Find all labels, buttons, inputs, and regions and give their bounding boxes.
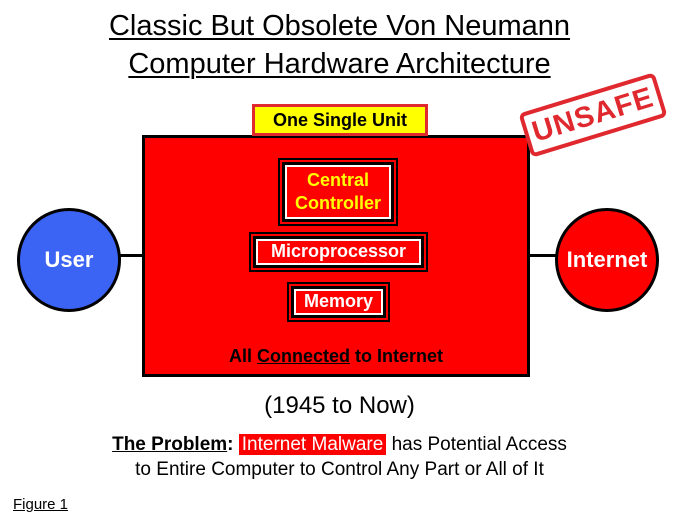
- user-node-label: User: [44, 247, 94, 272]
- internet-connector-line: [528, 254, 558, 257]
- central-controller-box: Central Controller: [278, 158, 398, 226]
- problem-line-2: to Entire Computer to Control Any Part o…: [135, 459, 544, 480]
- connected-word: Connected: [257, 346, 351, 366]
- internet-node-label: Internet: [566, 247, 648, 272]
- memory-box: Memory: [287, 282, 390, 322]
- era-caption: (1945 to Now): [264, 392, 415, 419]
- title-line-1: Classic But Obsolete Von Neumann: [108, 10, 571, 42]
- problem-label: The Problem: [112, 434, 228, 455]
- unsafe-stamp: UNSAFE: [518, 72, 668, 158]
- title-line-2: Computer Hardware Architecture: [128, 48, 551, 80]
- problem-line-1: The Problem: Internet Malware has Potent…: [112, 434, 567, 455]
- user-connector-line: [118, 254, 144, 257]
- microprocessor-label: Microprocessor: [270, 241, 407, 262]
- internet-node: Internet: [555, 208, 659, 312]
- single-unit-label: One Single Unit: [252, 104, 428, 136]
- connected-caption: All Connected to Internet: [228, 346, 444, 366]
- unsafe-stamp-text: UNSAFE: [528, 80, 658, 149]
- memory-label: Memory: [303, 291, 374, 312]
- central-controller-label: Central Controller: [294, 169, 381, 213]
- figure-label: Figure 1: [13, 496, 69, 513]
- microprocessor-box: Microprocessor: [249, 232, 428, 272]
- malware-highlight: Internet Malware: [238, 434, 387, 455]
- user-node: User: [17, 208, 121, 312]
